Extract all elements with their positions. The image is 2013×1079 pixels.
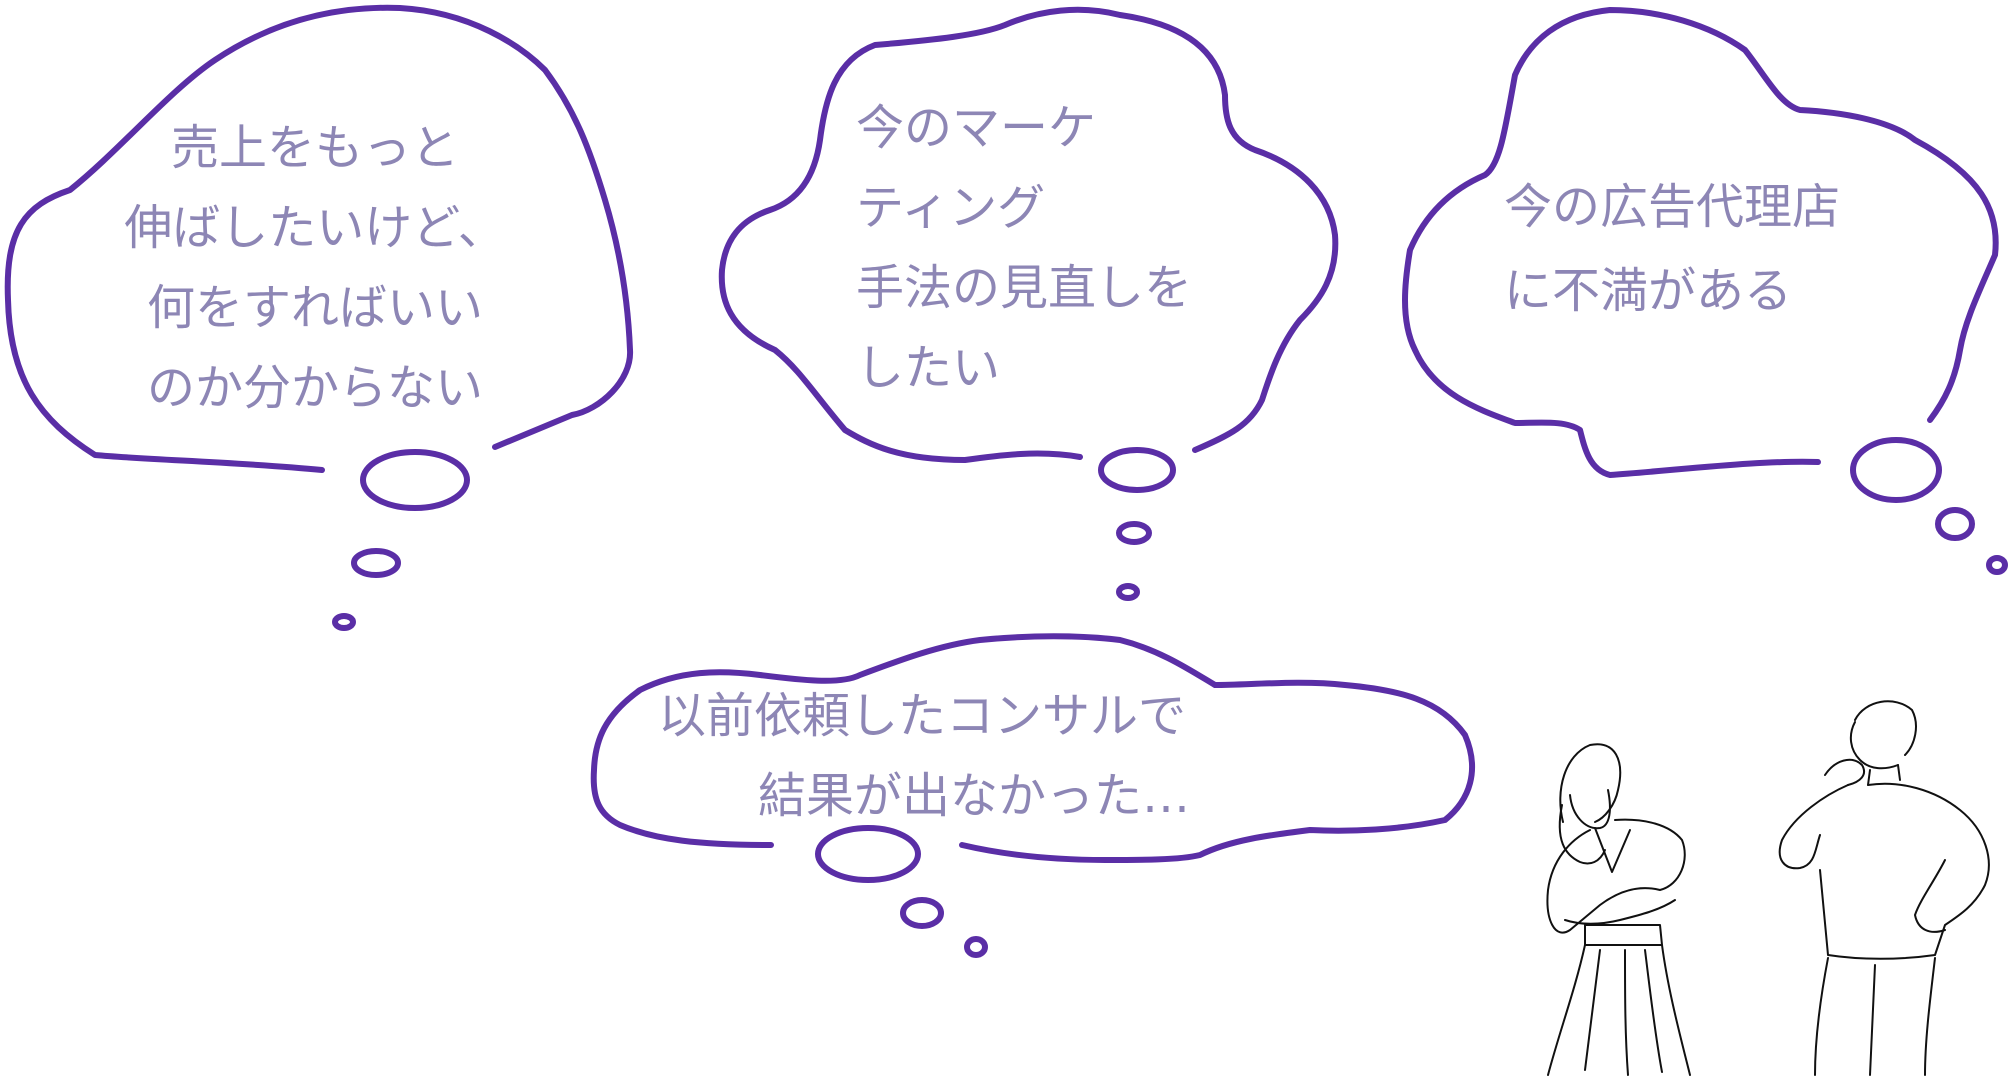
thought-text-3-line-1: 今の広告代理店 xyxy=(1504,179,1841,235)
thought-dot-4b xyxy=(900,897,944,929)
thought-text-2-line-2: ティング xyxy=(856,180,1046,236)
woman-hair xyxy=(1559,743,1622,823)
thought-text-3: 今の広告代理店 に不満がある xyxy=(1504,165,1840,333)
thought-dot-3b xyxy=(1935,507,1975,541)
man-thinking-figure xyxy=(1778,700,1990,1076)
woman-skirt-folds xyxy=(1584,949,1663,1076)
thought-bubble-1 xyxy=(4,4,634,473)
man-arm-hip xyxy=(1914,859,1946,933)
thought-dot-2c xyxy=(1116,583,1140,601)
thought-dot-4a xyxy=(815,825,921,883)
woman-waist xyxy=(1584,924,1663,946)
man-legs xyxy=(1814,957,1936,1076)
woman-torso xyxy=(1546,818,1686,934)
thought-dot-1a xyxy=(360,449,470,511)
thought-text-1-line-3: 何をすればいい xyxy=(146,280,483,336)
man-arm-raised xyxy=(1778,784,1849,870)
thought-dot-4c xyxy=(964,936,988,958)
thought-text-1-line-2: 伸ばしたいけど、 xyxy=(124,200,506,256)
thought-bubble-3 xyxy=(1402,7,1999,478)
thought-text-2-line-3: 手法の見直しを xyxy=(856,260,1193,316)
thought-text-4: 以前依頼したコンサルで 結果が出なかった… xyxy=(658,676,1190,836)
man-face xyxy=(1849,721,1899,770)
thought-text-2: 今のマーケ ティング 手法の見直しを したい xyxy=(856,88,1192,408)
thought-dot-1b xyxy=(351,548,401,578)
thought-text-1-line-4: のか分からない xyxy=(146,360,483,416)
thought-dot-1c xyxy=(332,613,356,631)
thought-text-4-line-2: 結果が出なかった… xyxy=(758,768,1191,824)
woman-neckline xyxy=(1594,827,1631,873)
thought-bubble-2 xyxy=(718,6,1339,463)
man-neck xyxy=(1867,764,1901,786)
thought-text-1-line-1: 売上をもっと xyxy=(170,120,459,176)
woman-face xyxy=(1569,789,1611,830)
woman-skirt xyxy=(1547,944,1691,1076)
thought-dot-3a xyxy=(1850,437,1942,503)
thought-bubble-4 xyxy=(590,633,1475,863)
thought-text-3-line-2: に不満がある xyxy=(1504,263,1793,319)
man-torso xyxy=(1819,782,1990,960)
thought-text-2-line-4: したい xyxy=(856,340,1001,396)
thought-dot-3c xyxy=(1986,555,2008,575)
thought-text-1: 売上をもっと 伸ばしたいけど、 何をすればいい のか分からない xyxy=(120,108,510,428)
man-hand-chin xyxy=(1824,758,1866,786)
woman-thinking-figure xyxy=(1546,743,1691,1076)
man-hair xyxy=(1854,700,1917,756)
thought-dot-2a xyxy=(1098,447,1176,493)
woman-arm-left xyxy=(1558,804,1606,865)
thought-text-4-line-1: 以前依頼したコンサルで xyxy=(658,688,1187,744)
thought-dot-2b xyxy=(1116,521,1152,545)
thought-text-2-line-1: 今のマーケ xyxy=(856,100,1097,156)
woman-arm-right xyxy=(1564,899,1676,925)
